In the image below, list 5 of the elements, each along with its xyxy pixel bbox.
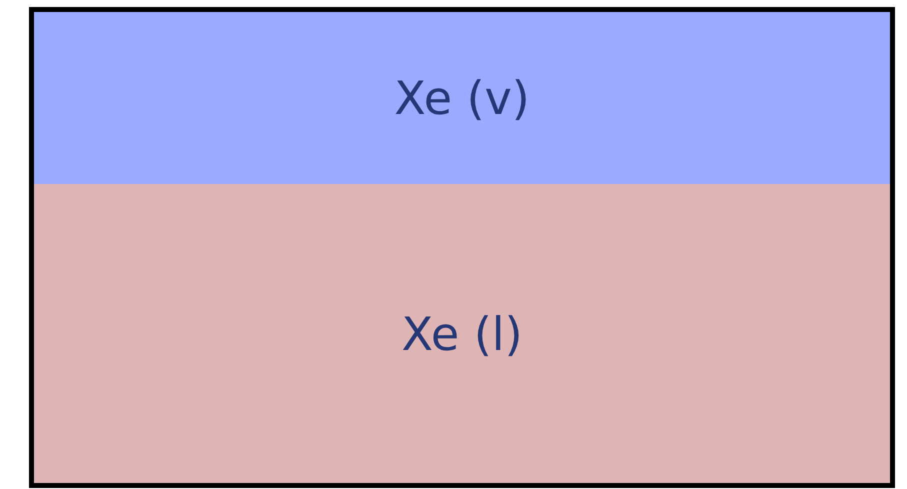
container-box xyxy=(29,7,895,488)
phase-region xyxy=(34,12,890,184)
phase-region xyxy=(34,184,890,483)
phase-label: Xe (v) xyxy=(394,71,530,125)
phase-label: Xe (l) xyxy=(401,306,523,360)
